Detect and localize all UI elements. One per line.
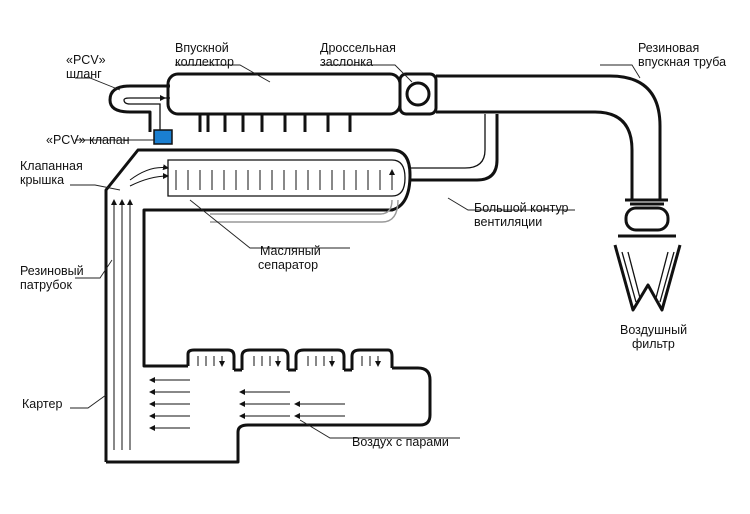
valve-cover-label-1: Клапанная xyxy=(20,159,83,173)
valve-cover-label-2: крышка xyxy=(20,173,64,187)
oil-separator-label-2: сепаратор xyxy=(258,258,318,272)
intake-manifold xyxy=(166,72,402,132)
upward-flow-arrows xyxy=(111,199,133,450)
labels: «PCV» шланг Впускной коллектор Дроссельн… xyxy=(20,41,726,449)
crankcase-label: Картер xyxy=(22,397,62,411)
leader-lines xyxy=(70,64,641,439)
pcv-hose-label-2: шланг xyxy=(66,67,102,81)
throttle-body xyxy=(398,72,438,116)
throttle-label-1: Дроссельная xyxy=(320,41,396,55)
air-filter-label-1: Воздушный xyxy=(620,323,687,337)
oil-separator-label-1: Масляный xyxy=(260,244,321,258)
rubber-hose-label-1: Резиновый xyxy=(20,264,84,278)
engine-block xyxy=(104,148,432,464)
rubber-intake-pipe xyxy=(436,74,668,206)
crankcase-flow-arrows xyxy=(149,356,378,431)
rubber-pipe-label-1: Резиновая xyxy=(638,41,699,55)
big-ventilation-loop xyxy=(410,114,499,182)
blowby-label: Воздух с парами xyxy=(352,435,449,449)
air-filter-label-2: фильтр xyxy=(632,337,675,351)
big-loop-label-1: Большой контур xyxy=(474,201,569,215)
pcv-hose-label-1: «PCV» xyxy=(66,53,106,67)
pcv-valve-label: «PCV» клапан xyxy=(46,133,130,147)
pcv-valve xyxy=(153,129,173,145)
throttle-label-2: заслонка xyxy=(320,55,373,69)
big-loop-label-2: вентиляции xyxy=(474,215,542,229)
rubber-hose-label-2: патрубок xyxy=(20,278,72,292)
intake-manifold-label-1: Впускной xyxy=(175,41,229,55)
oil-separator xyxy=(129,159,406,223)
intake-manifold-label-2: коллектор xyxy=(175,55,234,69)
air-filter xyxy=(613,206,682,312)
rubber-pipe-label-2: впускная труба xyxy=(638,55,726,69)
pcv-hose xyxy=(108,84,170,132)
